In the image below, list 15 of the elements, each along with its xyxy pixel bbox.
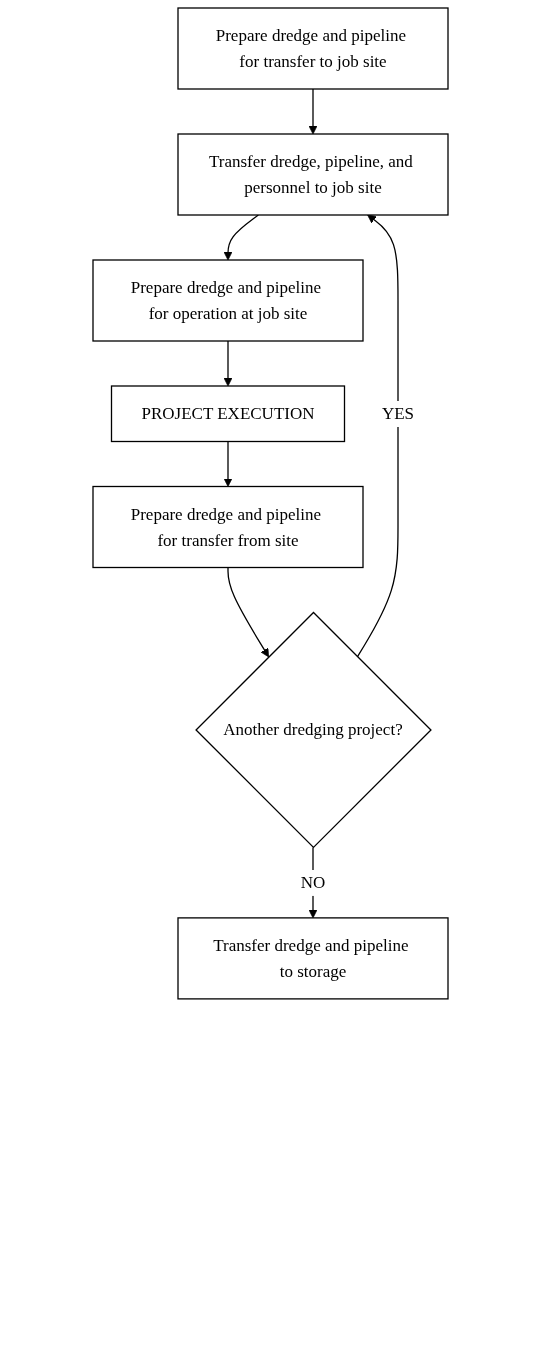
- arrow: [308, 88, 317, 135]
- edge-label: NO: [300, 872, 325, 892]
- edge-label: YES: [381, 404, 414, 423]
- node-box: PROJECT EXECUTION: [110, 385, 345, 443]
- node-diamond: Another dredging project?: [194, 611, 432, 849]
- arrow: [223, 340, 232, 387]
- node-box: Transfer dredge and pipeline to storage: [176, 917, 449, 1000]
- node-box: Prepare dredge and pipeline for transfer from site: [91, 485, 364, 569]
- arrow: [223, 440, 232, 487]
- node-box: Prepare dredge and pipeline for transfer to job site: [176, 7, 449, 90]
- node-box: Prepare dredge and pipeline for operation at job site: [91, 259, 364, 342]
- node-box: Transfer dredge, pipeline, and personnel to job site: [176, 133, 449, 216]
- arrow: [226, 566, 269, 658]
- arrow: [356, 214, 399, 658]
- arrow: [223, 214, 259, 261]
